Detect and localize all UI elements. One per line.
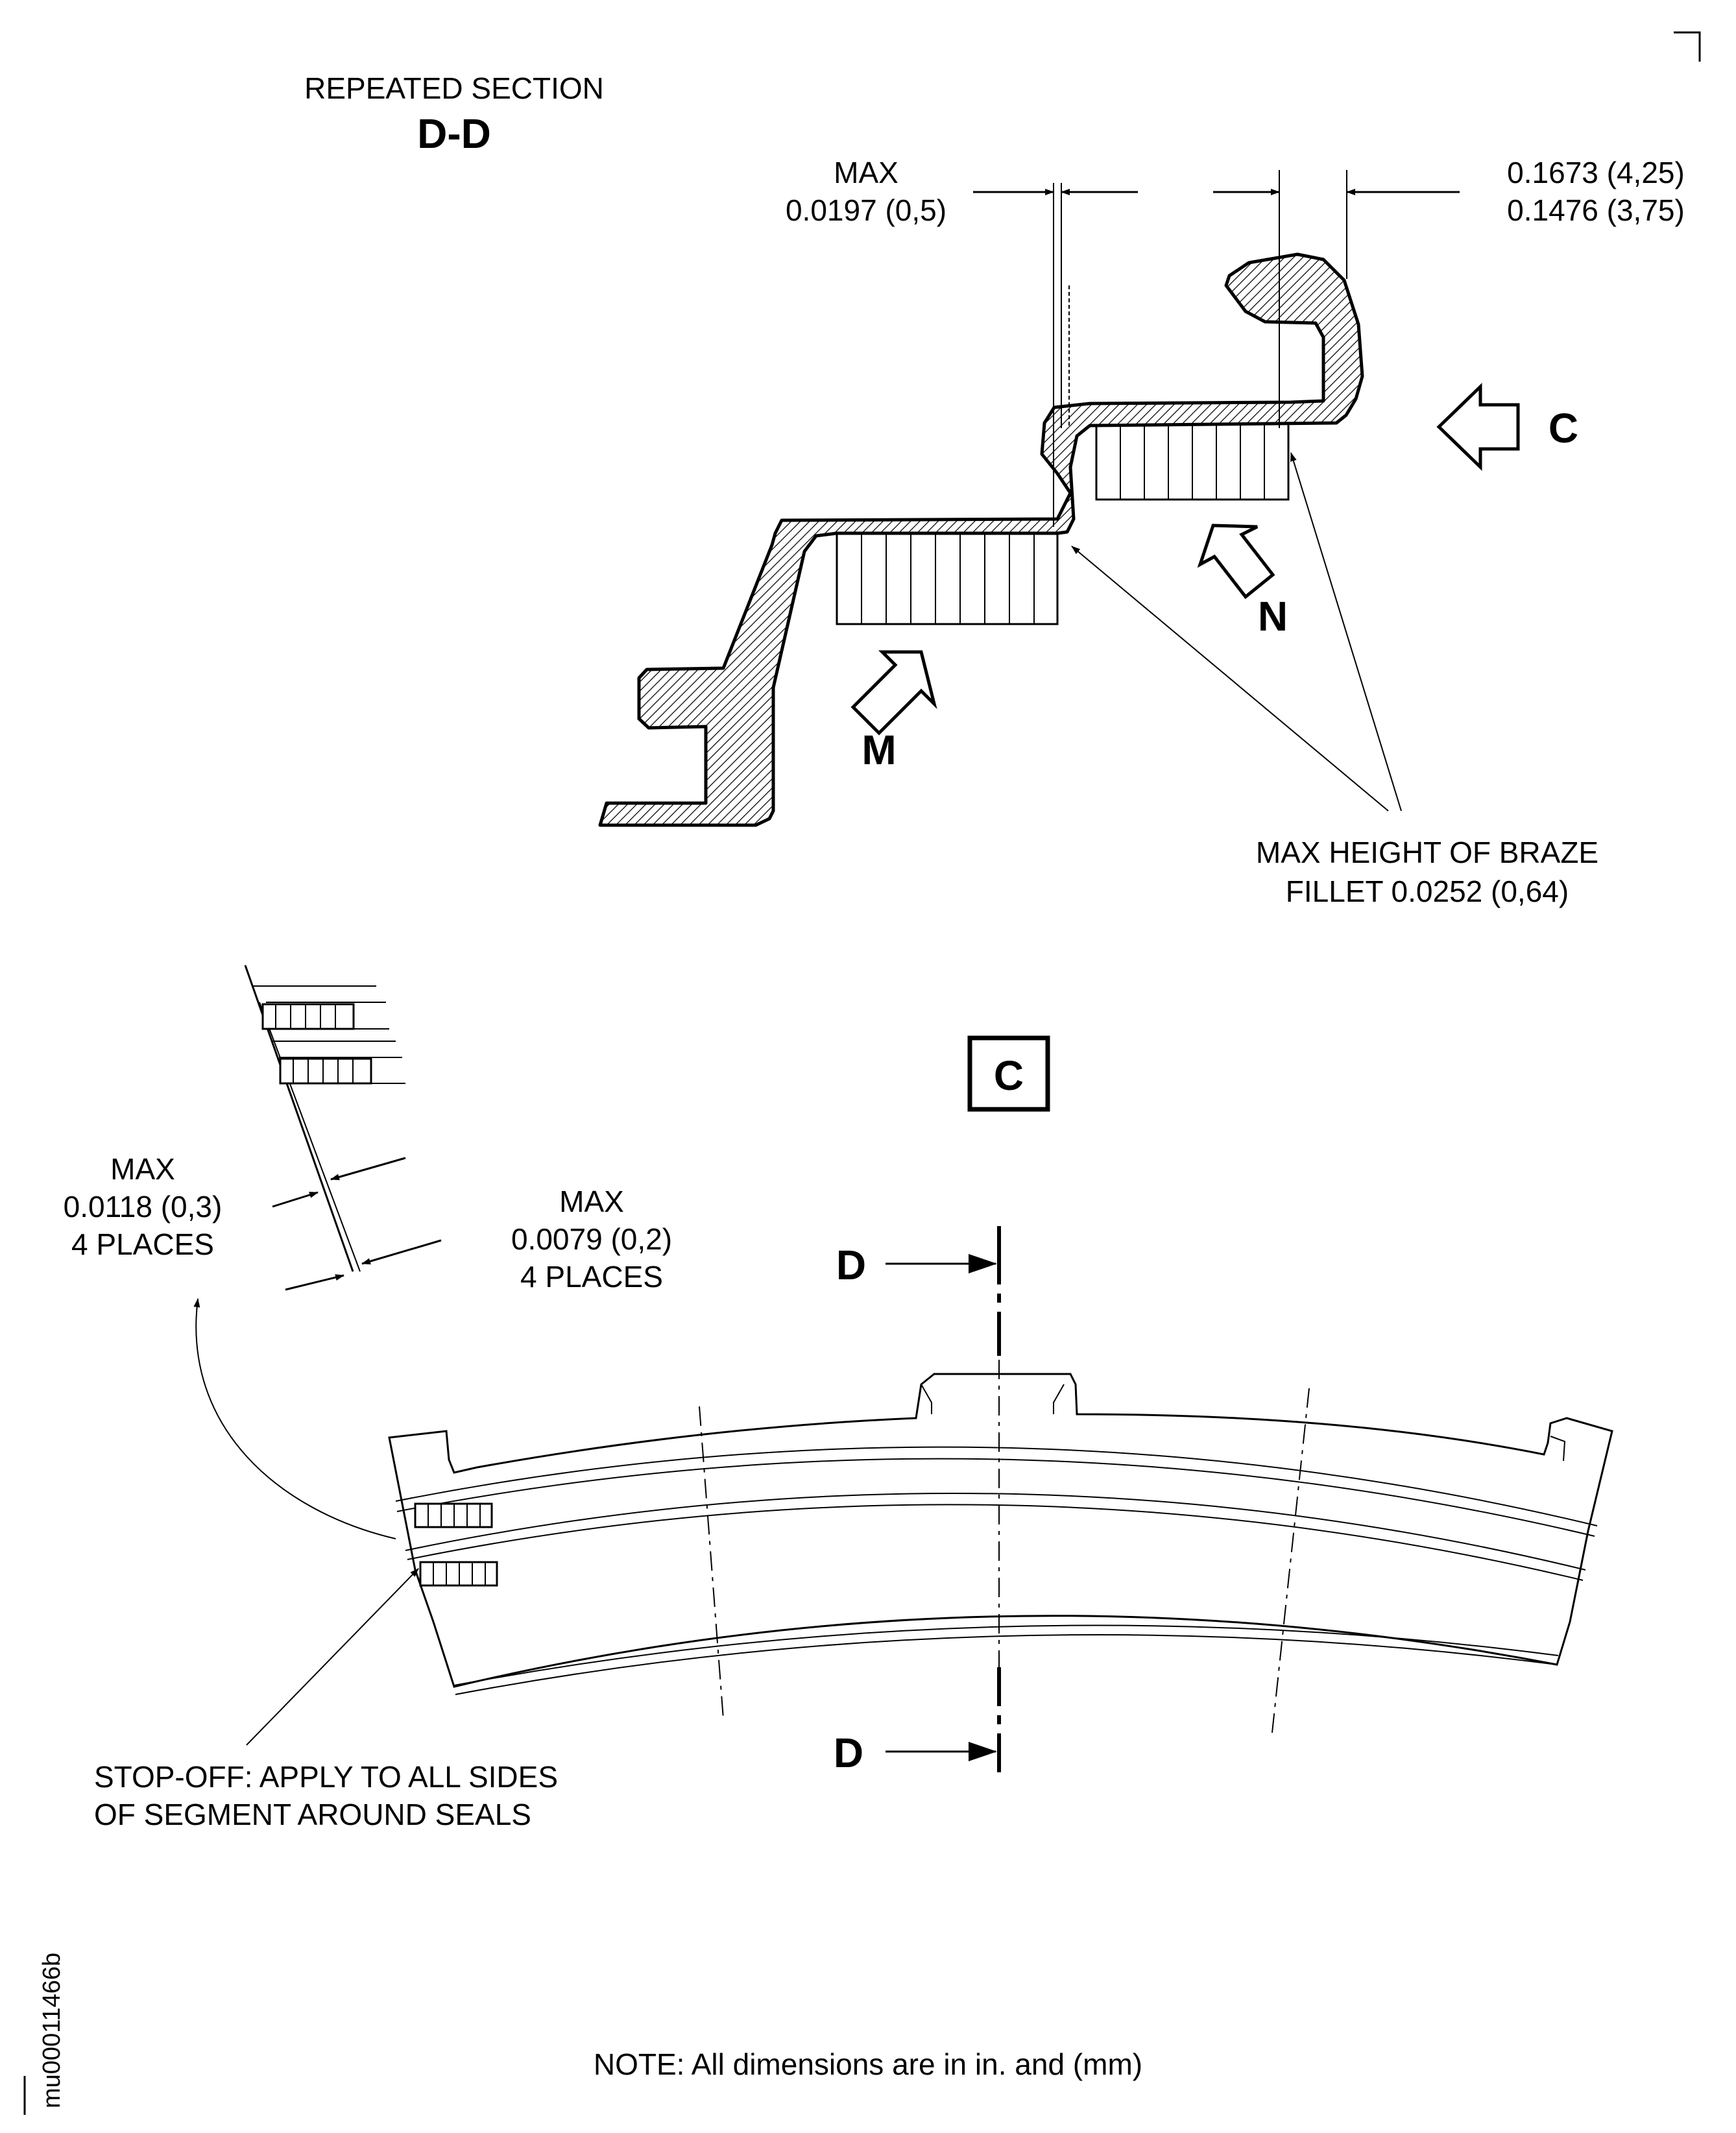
dim-arrow-inset-a-right bbox=[330, 1157, 406, 1181]
detail-leader-curve bbox=[193, 1298, 396, 1539]
right-max-label: MAX bbox=[559, 1185, 624, 1218]
section-caption: REPEATED SECTION bbox=[304, 71, 604, 105]
arrow-m-icon bbox=[850, 650, 937, 736]
stopoff-line2: OF SEGMENT AROUND SEALS bbox=[94, 1798, 531, 1831]
braze-leader-lower bbox=[1071, 546, 1389, 812]
braze-leader-upper bbox=[1290, 452, 1402, 812]
view-c-box bbox=[967, 1035, 1050, 1112]
arrow-n-label: N bbox=[1258, 593, 1288, 640]
braze-note-line2: FILLET 0.0252 (0,64) bbox=[1286, 874, 1569, 908]
left-max-value: 0.0118 (0,3) bbox=[64, 1190, 223, 1223]
segment-seal-lower bbox=[419, 1561, 498, 1587]
cut-label-bottom: D bbox=[834, 1729, 863, 1776]
segment-seal-upper bbox=[414, 1502, 493, 1528]
arc-segment bbox=[388, 1323, 1613, 1739]
detail-inset-seals bbox=[244, 965, 405, 1272]
arrow-n-icon bbox=[1197, 524, 1275, 599]
view-c-box-label: C bbox=[994, 1052, 1024, 1099]
gap-max-value: 0.0197 (0,5) bbox=[786, 193, 946, 227]
right-max-value: 0.0079 (0,2) bbox=[511, 1222, 672, 1256]
segment-centerline-left bbox=[699, 1406, 724, 1720]
view-c-arrow-icon bbox=[1436, 383, 1520, 471]
dim-arrow-inset-b-right bbox=[361, 1239, 442, 1265]
gap-max-label: MAX bbox=[834, 156, 898, 189]
seal-segment-section bbox=[598, 252, 1364, 827]
segment-centerline-right bbox=[1271, 1388, 1310, 1739]
stopoff-leader bbox=[246, 1568, 419, 1746]
stopoff-line1: STOP-OFF: APPLY TO ALL SIDES bbox=[94, 1760, 558, 1794]
left-max-label: MAX bbox=[110, 1152, 175, 1186]
view-c-arrow-label: C bbox=[1549, 405, 1578, 452]
left-max-places: 4 PLACES bbox=[71, 1227, 214, 1261]
honeycomb-seal-lower bbox=[836, 532, 1059, 625]
footer-note: NOTE: All dimensions are in in. and (mm) bbox=[594, 2047, 1142, 2081]
corner-mark-top-right bbox=[1674, 31, 1701, 62]
dim-arrow-inset-a-left bbox=[272, 1191, 319, 1208]
honeycomb-seal-upper bbox=[1095, 422, 1290, 501]
braze-note-line1: MAX HEIGHT OF BRAZE bbox=[1256, 836, 1598, 869]
right-max-places: 4 PLACES bbox=[520, 1260, 663, 1294]
width-upper-value: 0.1673 (4,25) bbox=[1507, 156, 1685, 189]
cut-label-top: D bbox=[836, 1242, 866, 1288]
figure-id: mu00011466b bbox=[38, 1953, 66, 2108]
dim-arrow-inset-b-left bbox=[285, 1274, 344, 1291]
width-lower-value: 0.1476 (3,75) bbox=[1507, 193, 1685, 227]
section-name: D-D bbox=[417, 110, 491, 157]
arrow-m-label: M bbox=[862, 727, 896, 773]
